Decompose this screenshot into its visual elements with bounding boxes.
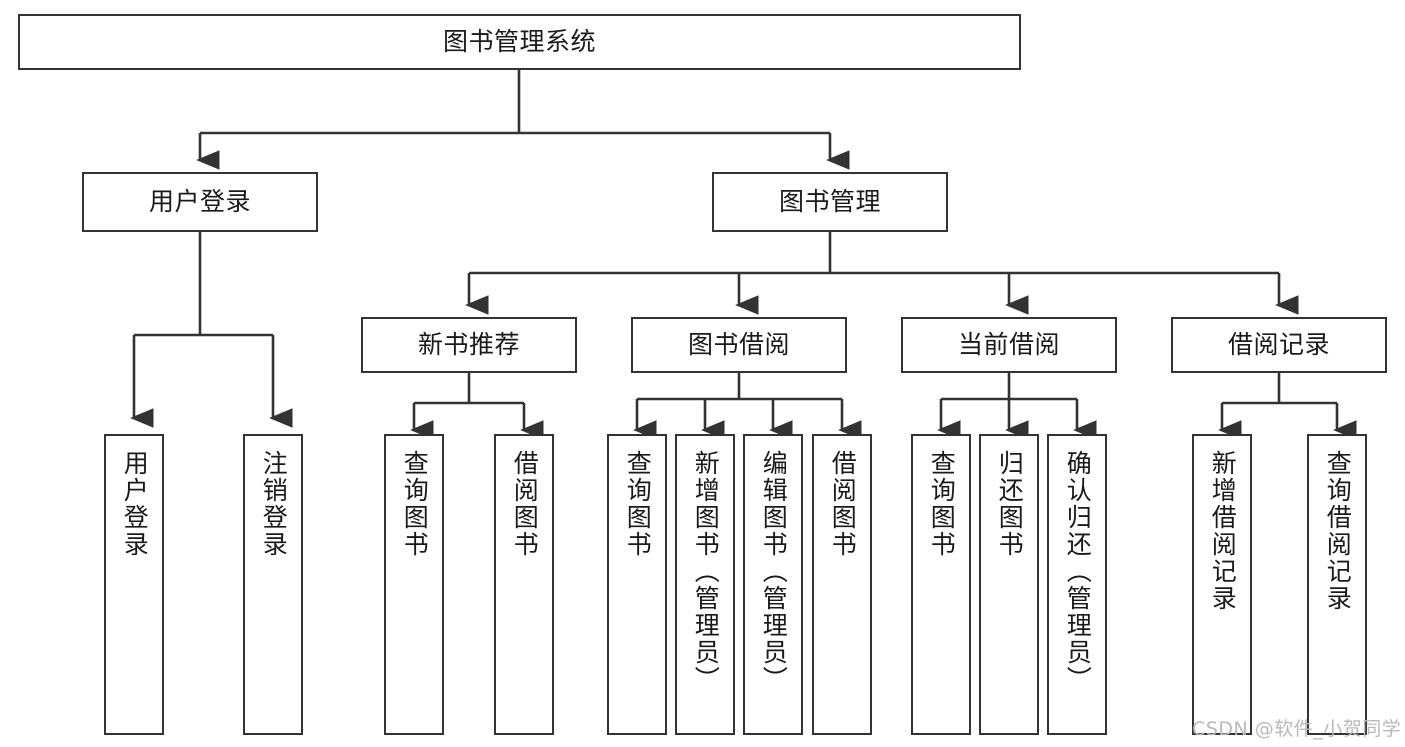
node-leaf-borrow-book-1[interactable]: 借阅图书 [494,434,554,735]
node-leaf-return-book[interactable]: 归还图书 [979,434,1039,735]
node-leaf-query-book-3-label: 查询图书 [927,450,957,558]
node-book-manage-label: 图书管理 [778,187,881,217]
node-book-borrow-label: 图书借阅 [687,330,790,360]
node-borrow-record-label: 借阅记录 [1227,330,1330,360]
node-leaf-query-record-label: 查询借阅记录 [1323,450,1353,612]
node-leaf-user-login-label: 用户登录 [120,450,150,558]
node-user-login[interactable]: 用户登录 [82,172,318,232]
csdn-watermark: CSDN @软件_小贺同学 [1192,718,1402,740]
node-leaf-confirm-return-label: 确认归还（管理员） [1063,450,1093,693]
node-leaf-query-book-2[interactable]: 查询图书 [607,434,667,735]
node-leaf-query-book-1[interactable]: 查询图书 [384,434,444,735]
node-user-login-label: 用户登录 [148,187,251,217]
node-root-label: 图书管理系统 [442,27,596,57]
node-leaf-confirm-return[interactable]: 确认归还（管理员） [1047,434,1107,735]
node-leaf-add-record-label: 新增借阅记录 [1208,450,1238,612]
node-leaf-add-book[interactable]: 新增图书（管理员） [675,434,735,735]
node-new-book-rec-label: 新书推荐 [417,330,520,360]
node-current-borrow-label: 当前借阅 [957,330,1060,360]
node-leaf-add-record[interactable]: 新增借阅记录 [1192,434,1252,735]
node-leaf-edit-book-label: 编辑图书（管理员） [759,450,789,693]
node-book-manage[interactable]: 图书管理 [712,172,948,232]
node-leaf-borrow-book-2[interactable]: 借阅图书 [812,434,872,735]
node-leaf-query-book-3[interactable]: 查询图书 [911,434,971,735]
node-leaf-user-login[interactable]: 用户登录 [104,434,164,735]
node-leaf-logout-login-label: 注销登录 [259,450,289,558]
node-leaf-borrow-book-1-label: 借阅图书 [510,450,540,558]
node-leaf-query-book-2-label: 查询图书 [623,450,653,558]
node-leaf-add-book-label: 新增图书（管理员） [691,450,721,693]
node-leaf-query-record[interactable]: 查询借阅记录 [1307,434,1367,735]
node-leaf-query-book-1-label: 查询图书 [400,450,430,558]
node-borrow-record[interactable]: 借阅记录 [1171,317,1387,373]
node-book-borrow[interactable]: 图书借阅 [631,317,847,373]
node-leaf-edit-book[interactable]: 编辑图书（管理员） [743,434,803,735]
node-leaf-logout-login[interactable]: 注销登录 [243,434,303,735]
node-root[interactable]: 图书管理系统 [18,14,1021,70]
node-leaf-return-book-label: 归还图书 [995,450,1025,558]
node-current-borrow[interactable]: 当前借阅 [901,317,1117,373]
node-leaf-borrow-book-2-label: 借阅图书 [828,450,858,558]
node-new-book-rec[interactable]: 新书推荐 [361,317,577,373]
